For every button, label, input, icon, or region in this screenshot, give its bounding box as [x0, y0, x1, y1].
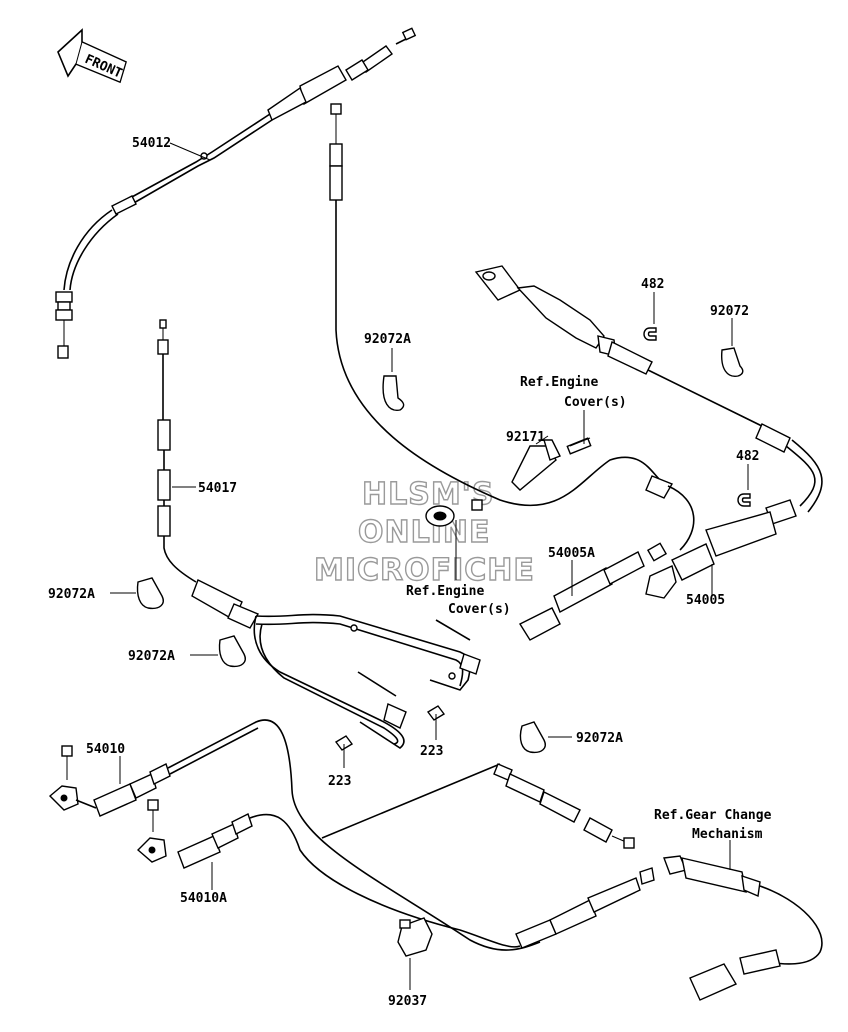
part-label-54010A: 54010A: [180, 891, 227, 906]
throttle-cable-54012: [55, 27, 417, 359]
gear-change-cable: [663, 840, 823, 1001]
part-label-223-left: 223: [328, 774, 351, 789]
ref-gear-change-line2: Mechanism: [692, 827, 763, 842]
part-label-54010: 54010: [86, 742, 125, 757]
cable-center-sweep: [329, 103, 695, 562]
part-label-92072A-left-2: 92072A: [128, 649, 175, 664]
part-label-54017: 54017: [198, 481, 237, 496]
watermark-line-2: ONLINE: [358, 515, 491, 550]
bolt-223-right: [426, 705, 446, 740]
cable-bottom-right-branch: [321, 763, 635, 849]
part-label-92072A-center: 92072A: [364, 332, 411, 347]
part-label-92037: 92037: [388, 994, 427, 1009]
ref-engine-cover-2-line1: Ref.Engine: [406, 584, 484, 599]
circlip-482-right: [737, 464, 751, 507]
part-label-92072A-left-1: 92072A: [48, 587, 95, 602]
part-label-92171: 92171: [506, 430, 545, 445]
cable-54017: [157, 319, 260, 629]
ref-engine-cover-1-line2: Cover(s): [564, 395, 627, 410]
cable-54005-upper: [474, 265, 823, 599]
ref-gear-change-line1: Ref.Gear Change: [654, 808, 772, 823]
front-arrow-icon: FRONT: [57, 28, 127, 84]
hose-network: [253, 613, 481, 749]
part-label-54012: 54012: [132, 136, 171, 151]
clamp-92072A-center: [382, 348, 405, 411]
clamp-92072A-right: [519, 721, 572, 754]
part-label-92072A-right: 92072A: [576, 731, 623, 746]
part-label-54005: 54005: [686, 593, 725, 608]
circlip-482-top: [643, 292, 657, 341]
bolt-223-left: [334, 735, 354, 768]
watermark-line-3: MICROFICHE: [314, 553, 535, 588]
part-label-223-right: 223: [420, 744, 443, 759]
clamp-92037: [397, 917, 433, 990]
cover-boss-part: [425, 499, 483, 580]
part-label-482-top: 482: [641, 277, 664, 292]
part-label-92072: 92072: [710, 304, 749, 319]
cable-54005A: [518, 551, 645, 641]
clamp-92072A-left-2: [190, 635, 246, 668]
part-label-54005A: 54005A: [548, 546, 595, 561]
clamp-92072-right: [721, 318, 744, 377]
ref-engine-cover-1-line1: Ref.Engine: [520, 375, 598, 390]
clamp-92072A-left-1: [110, 577, 164, 610]
watermark: HLSM'S ONLINE MICROFICHE: [313, 476, 535, 588]
ref-engine-cover-2-line2: Cover(s): [448, 602, 511, 617]
cable-54010A: [136, 799, 655, 949]
guide-92171: [511, 435, 592, 491]
part-label-482-right: 482: [736, 449, 759, 464]
cable-54010: [48, 719, 541, 951]
